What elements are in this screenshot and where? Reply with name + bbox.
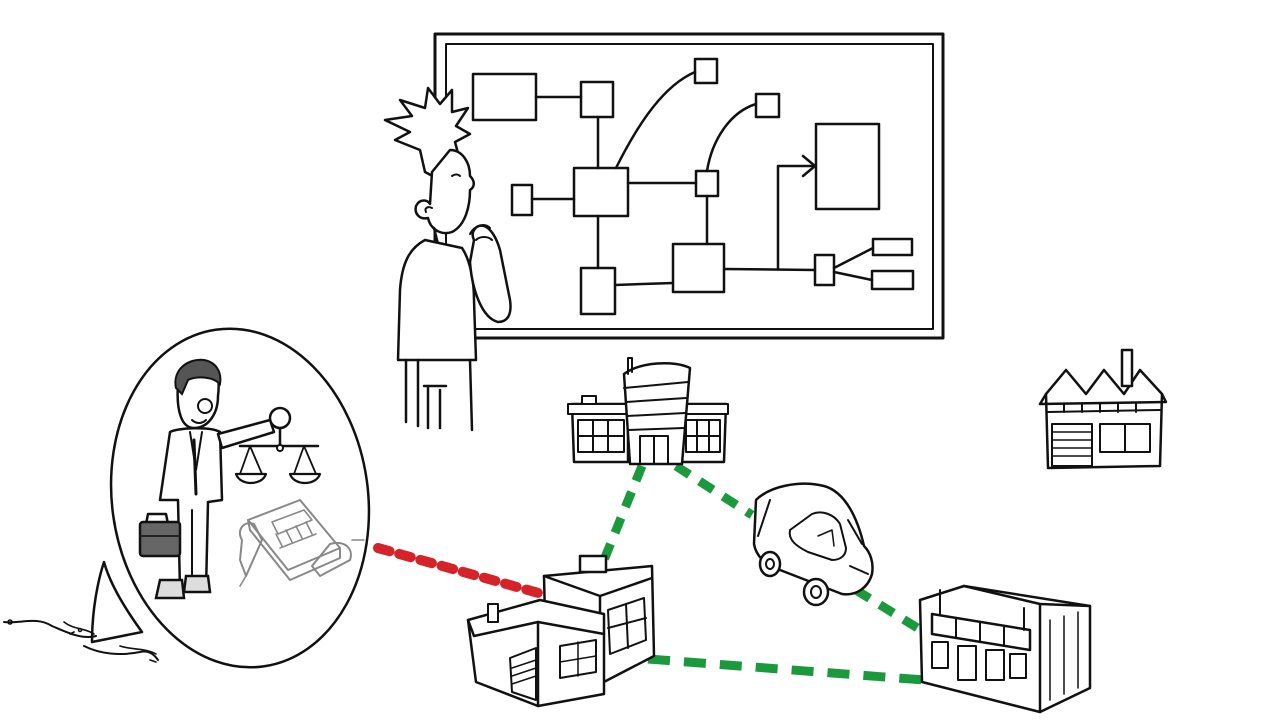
storefront-icon bbox=[918, 584, 1092, 714]
thinking-man-icon bbox=[383, 86, 512, 432]
delivery-van-icon bbox=[752, 482, 874, 607]
route-lawyer-warehouse bbox=[373, 543, 547, 599]
office-building-icon bbox=[567, 357, 729, 466]
factory-icon bbox=[1038, 348, 1168, 470]
lawyer-bubble bbox=[109, 327, 371, 669]
route-warehouse-store bbox=[647, 654, 925, 685]
warehouse-icon bbox=[466, 554, 656, 708]
lawyer-with-scales-icon bbox=[138, 358, 322, 600]
route-office-van bbox=[673, 462, 755, 519]
shark-fin-icon bbox=[3, 560, 159, 663]
route-van-store bbox=[853, 586, 927, 636]
whiteboard-flowchart-icon bbox=[433, 32, 945, 340]
routes bbox=[373, 462, 927, 685]
route-office-warehouse bbox=[599, 464, 647, 562]
law-book-icon bbox=[238, 499, 365, 587]
